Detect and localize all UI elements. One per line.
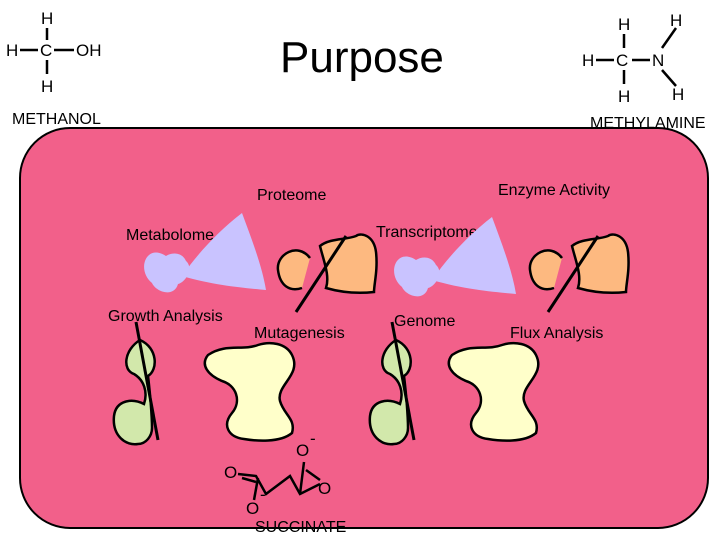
label-metabolome: Metabolome [126, 227, 214, 244]
methylamine-structure: H H C N H H H METHYLAMINE [582, 11, 706, 132]
label-genome: Genome [394, 313, 455, 330]
label-growth-analysis: Growth Analysis [108, 308, 223, 325]
methanol-name: METHANOL [12, 111, 101, 128]
succinate-o-bottom-charge: - [260, 485, 266, 504]
succinate-o-right: O [318, 479, 331, 498]
page-title: Purpose [280, 33, 444, 82]
methanol-h-top: H [41, 9, 53, 28]
label-enzyme-activity: Enzyme Activity [498, 182, 610, 199]
label-mutagenesis: Mutagenesis [254, 325, 345, 342]
label-proteome: Proteome [257, 187, 326, 204]
methanol-structure: H H C OH H METHANOL [6, 9, 102, 128]
methylamine-h-n-bottom: H [672, 85, 684, 104]
methylamine-h-bottom: H [618, 87, 630, 106]
succinate-o-left: O [224, 463, 237, 482]
methylamine-name: METHYLAMINE [590, 115, 706, 132]
label-flux-analysis: Flux Analysis [510, 325, 603, 342]
label-transcriptome: Transcriptome [376, 224, 478, 241]
methanol-h-bottom: H [41, 77, 53, 96]
succinate-o-bottom: O [246, 499, 259, 518]
methanol-oh: OH [76, 41, 102, 60]
methylamine-h-top: H [618, 15, 630, 34]
methylamine-h-left: H [582, 51, 594, 70]
succinate-o-top-charge: - [310, 429, 316, 448]
methanol-c: C [40, 41, 52, 60]
methylamine-n: N [652, 51, 664, 70]
succinate-structure: O - O O O - SUCCINATE [224, 429, 346, 536]
methylamine-h-n-top: H [670, 11, 682, 30]
methanol-h-left: H [6, 41, 18, 60]
methylamine-c: C [616, 51, 628, 70]
succinate-o-top: O [296, 441, 309, 460]
succinate-name: SUCCINATE [255, 519, 346, 536]
